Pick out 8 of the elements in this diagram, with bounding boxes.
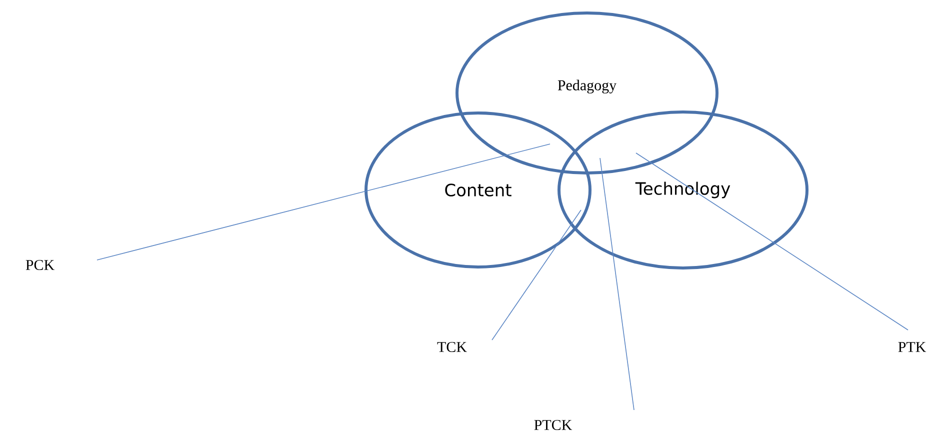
region-label: PTK	[898, 342, 926, 352]
region-label: PTCK	[534, 420, 572, 430]
leader-line	[636, 152, 908, 330]
leader-line	[96, 144, 550, 260]
region-label: PCK	[26, 260, 54, 270]
leader-line	[492, 210, 582, 340]
leader-line	[600, 158, 634, 410]
region-label: TCK	[437, 342, 467, 352]
